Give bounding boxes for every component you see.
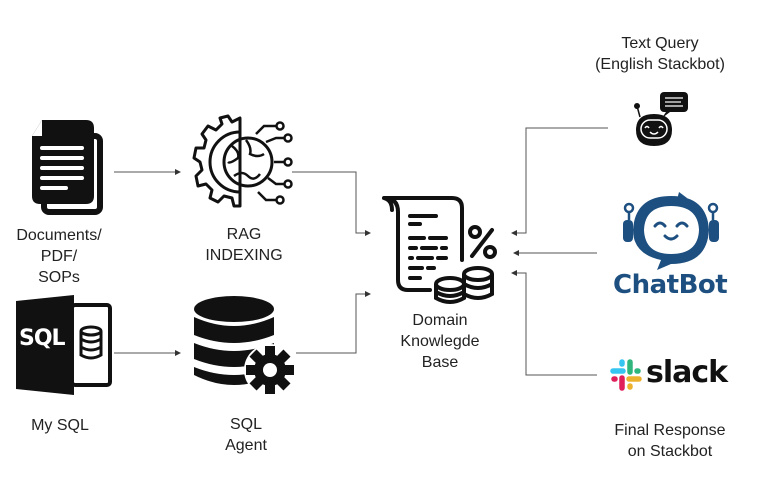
node-chatbot: ChatBot bbox=[605, 190, 745, 305]
edge-rag-to-kb bbox=[292, 171, 371, 236]
node-knowledge-base: Domain Knowlegde Base bbox=[370, 190, 510, 380]
node-sql-agent: SQL Agent bbox=[180, 295, 310, 460]
mysql-label: My SQL bbox=[31, 417, 89, 434]
slack-logo-text: slack bbox=[646, 355, 728, 390]
documents-icon bbox=[32, 120, 103, 215]
node-rag: RAG INDEXING bbox=[180, 110, 300, 270]
document-percent-coins-icon bbox=[382, 196, 497, 304]
chatbot-logo-icon bbox=[623, 192, 719, 270]
edge-text-query-to-kb bbox=[511, 127, 608, 236]
gear-globe-network-icon bbox=[192, 114, 293, 208]
chatbot-logo-text: ChatBot bbox=[613, 270, 728, 300]
node-documents: Documents/ PDF/ SOPs bbox=[0, 110, 110, 300]
sql-file-icon bbox=[16, 295, 112, 395]
sql-agent-label: SQL Agent bbox=[225, 416, 267, 454]
robot-chat-icon bbox=[634, 92, 688, 146]
database-gear-icon bbox=[194, 296, 296, 396]
edge-sql-agent-to-kb bbox=[296, 291, 371, 354]
node-mysql: SQL My SQL bbox=[0, 295, 120, 445]
knowledge-base-label: Domain Knowlegde Base bbox=[400, 312, 480, 371]
edge-slack-to-kb bbox=[511, 270, 597, 376]
text-query-label: Text Query (English Stackbot) bbox=[595, 35, 725, 73]
node-text-query: Text Query (English Stackbot) bbox=[580, 30, 760, 160]
slack-logo-icon bbox=[610, 359, 642, 391]
node-slack: slack bbox=[608, 355, 738, 395]
final-response-label: Final Response on Stackbot bbox=[614, 422, 726, 460]
documents-label: Documents/ PDF/ SOPs bbox=[16, 227, 102, 286]
sql-file-icon-text: SQL bbox=[19, 326, 66, 351]
rag-label: RAG INDEXING bbox=[205, 226, 283, 264]
